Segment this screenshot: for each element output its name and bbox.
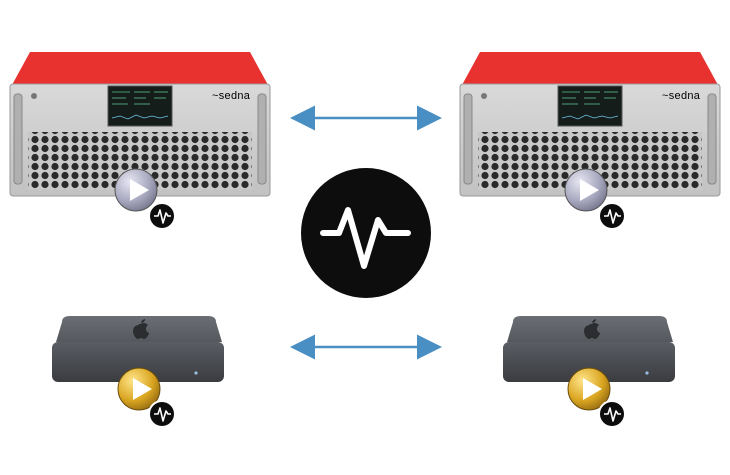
rack-handle: [707, 93, 717, 185]
pulse-icon: [320, 207, 411, 269]
rack-handle: [463, 93, 473, 185]
rack-handle: [257, 93, 267, 185]
pulse-icon: [154, 407, 171, 422]
play-icon: [580, 179, 599, 201]
pulse-icon: [154, 209, 171, 224]
power-button: [31, 93, 37, 99]
server-left: ~sedna: [9, 52, 271, 230]
server-lid: [462, 52, 718, 85]
apple-logo-icon: [133, 319, 149, 339]
mac-mini-body: [503, 342, 675, 382]
mac-mini-body: [52, 342, 224, 382]
play-badge-silver: [564, 168, 626, 230]
status-light: [194, 371, 198, 375]
play-icon: [133, 378, 152, 400]
play-icon: [130, 179, 149, 201]
pulse-icon: [604, 407, 621, 422]
center-hub: [301, 168, 431, 298]
server-lid: [12, 52, 268, 85]
server-right: ~sedna: [459, 52, 721, 230]
status-display-readout: [561, 91, 619, 120]
apple-logo-icon: [584, 319, 600, 339]
mac-mini-left: [52, 316, 224, 428]
pulse-icon: [604, 209, 621, 224]
status-display: [557, 85, 623, 127]
play-badge-gold: [117, 367, 176, 428]
status-light: [645, 371, 649, 375]
play-badge-gold: [567, 367, 626, 428]
server-brand-label: ~sedna: [212, 90, 251, 102]
server-brand-label: ~sedna: [662, 90, 701, 102]
rack-handle: [13, 93, 23, 185]
power-button: [481, 93, 487, 99]
mac-mini-right: [503, 316, 675, 428]
play-badge-silver: [114, 168, 176, 230]
status-display: [107, 85, 173, 127]
play-icon: [583, 378, 602, 400]
status-display-readout: [111, 91, 169, 120]
